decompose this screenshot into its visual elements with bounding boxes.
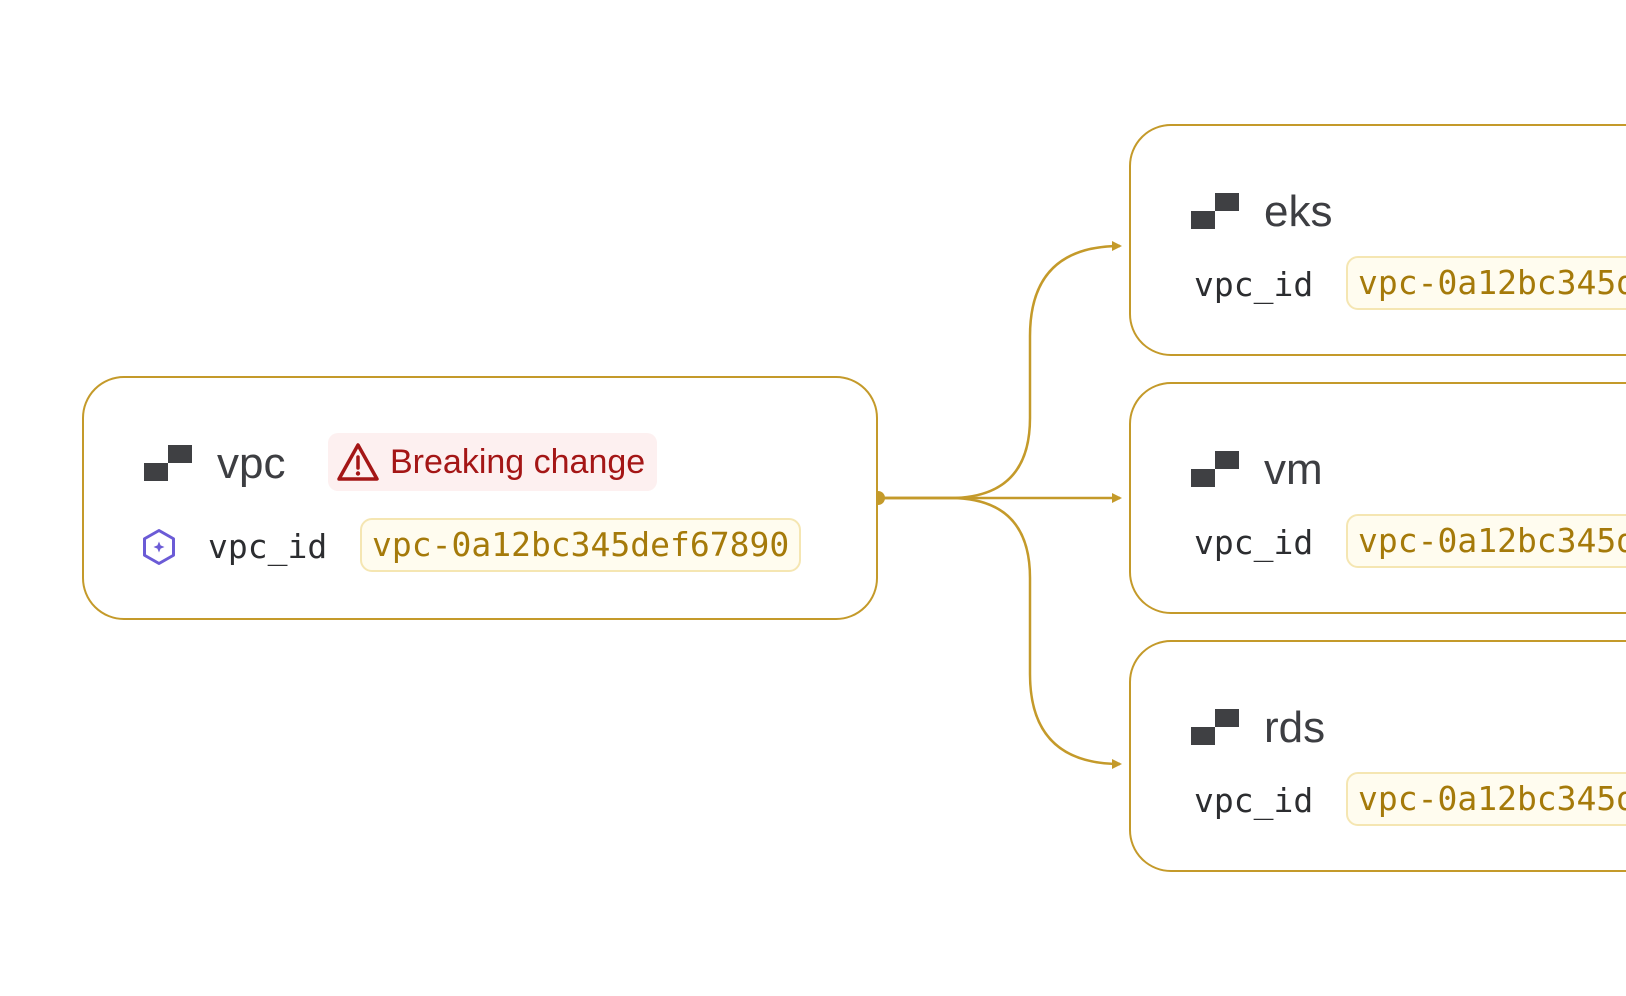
resource-blocks-icon bbox=[1191, 451, 1239, 487]
property-key: vpc_id bbox=[1194, 523, 1314, 562]
property-value[interactable]: vpc-0a12bc345def67890 bbox=[360, 518, 802, 572]
node-vpc[interactable]: vpc Breaking change vpc_id vpc-0a12bc345… bbox=[82, 376, 878, 620]
resource-blocks-icon bbox=[144, 445, 192, 481]
property-key: vpc_id bbox=[208, 527, 328, 566]
breaking-change-badge: Breaking change bbox=[328, 433, 658, 491]
node-title: rds bbox=[1264, 703, 1326, 752]
hexagon-sparkle-icon bbox=[143, 529, 175, 565]
property-key: vpc_id bbox=[1194, 265, 1314, 304]
resource-blocks-icon bbox=[1191, 709, 1239, 745]
warning-triangle-icon bbox=[337, 443, 379, 481]
resource-blocks-icon bbox=[1191, 193, 1239, 229]
node-title: vm bbox=[1264, 445, 1323, 494]
property-value[interactable]: vpc-0a12bc345def67890 bbox=[1346, 514, 1626, 568]
edge-vpc-to-eks[interactable] bbox=[878, 241, 1122, 500]
node-title: vpc bbox=[217, 439, 286, 488]
property-value[interactable]: vpc-0a12bc345def67890 bbox=[1346, 256, 1626, 310]
property-value[interactable]: vpc-0a12bc345def67890 bbox=[1346, 772, 1626, 826]
node-vm[interactable]: vm vpc_id vpc-0a12bc345def67890 bbox=[1129, 382, 1626, 614]
edge-vpc-to-rds[interactable] bbox=[878, 496, 1122, 769]
node-eks[interactable]: eks vpc_id vpc-0a12bc345def67890 bbox=[1129, 124, 1626, 356]
property-key: vpc_id bbox=[1194, 781, 1314, 820]
node-title: eks bbox=[1264, 187, 1333, 236]
badge-label: Breaking change bbox=[390, 442, 646, 481]
node-rds[interactable]: rds vpc_id vpc-0a12bc345def67890 bbox=[1129, 640, 1626, 872]
